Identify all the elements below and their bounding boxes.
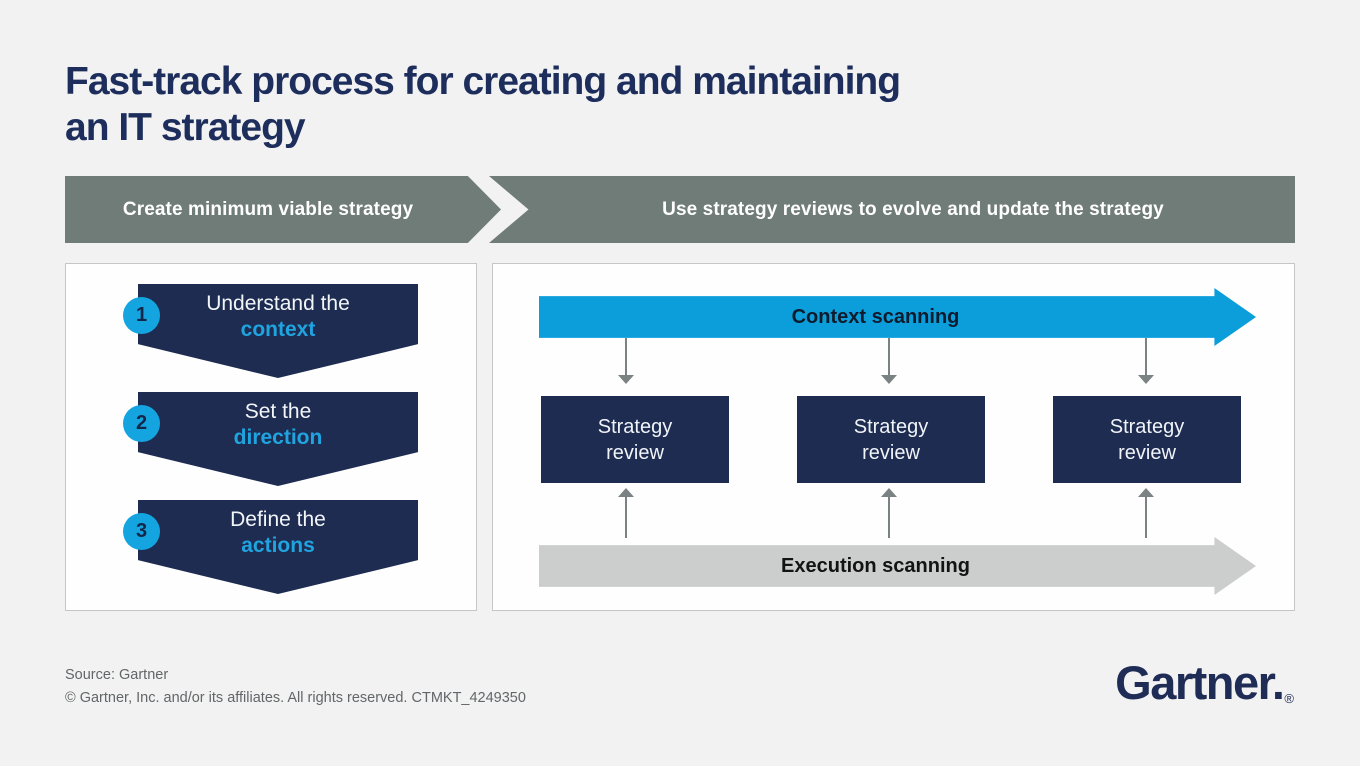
arrow-stem [888, 338, 890, 376]
review2-line1: Strategy [853, 415, 929, 438]
review3-line1: Strategy [1109, 415, 1185, 438]
step-banner-understand-context: Understand the context [138, 284, 418, 378]
context-scanning-arrow: Context scanning [539, 288, 1256, 346]
review2-line2: review [862, 441, 920, 464]
arrow-head-down-icon [881, 375, 897, 384]
execution-scanning-label: Execution scanning [781, 554, 970, 577]
strategy-review-box-3: Strategy review [1053, 396, 1241, 483]
gartner-logo-text: Gartner. [1115, 656, 1285, 709]
gartner-logo: Gartner. ® [1115, 655, 1294, 710]
step2-keyword: direction [233, 426, 323, 449]
step-banner-set-direction: Set the direction [138, 392, 418, 486]
arrow-stem [1145, 496, 1147, 538]
step1-text: Understand the [206, 292, 350, 315]
phase-banner-create-strategy-label: Create minimum viable strategy [122, 198, 414, 220]
arrow-head-up-icon [618, 488, 634, 497]
arrow-head-up-icon [881, 488, 897, 497]
arrow-stem [625, 338, 627, 376]
arrow-stem [888, 496, 890, 538]
page-title-line2: an IT strategy [65, 106, 306, 149]
strategy-review-box-2: Strategy review [797, 396, 985, 483]
page-title: Fast-track process for creating and main… [65, 59, 901, 151]
strategy-review-box-1: Strategy review [541, 396, 729, 483]
registered-trademark-icon: ® [1284, 691, 1294, 706]
connector-arrow-down-2 [881, 338, 897, 384]
connector-arrow-up-1 [618, 488, 634, 538]
step2-number-badge: 2 [123, 405, 160, 442]
execution-scanning-arrow: Execution scanning [539, 537, 1256, 595]
step3-number: 3 [135, 520, 148, 542]
arrow-head-down-icon [1138, 375, 1154, 384]
step-banner-define-actions: Define the actions [138, 500, 418, 594]
context-scanning-label: Context scanning [791, 305, 960, 328]
footer-source: Source: Gartner [65, 667, 169, 683]
phase-banner-strategy-reviews: Use strategy reviews to evolve and updat… [489, 176, 1295, 243]
connector-arrow-up-3 [1138, 488, 1154, 538]
connector-arrow-down-1 [618, 338, 634, 384]
footer: Source: Gartner © Gartner, Inc. and/or i… [65, 664, 526, 710]
phase-banner-strategy-reviews-label: Use strategy reviews to evolve and updat… [662, 198, 1164, 220]
arrow-head-up-icon [1138, 488, 1154, 497]
connector-arrow-down-3 [1138, 338, 1154, 384]
step2-text: Set the [244, 400, 312, 423]
step3-text: Define the [230, 508, 326, 531]
step1-number-badge: 1 [123, 297, 160, 334]
arrow-stem [1145, 338, 1147, 376]
footer-copyright: © Gartner, Inc. and/or its affiliates. A… [65, 690, 526, 706]
arrow-head-down-icon [618, 375, 634, 384]
review1-line2: review [606, 441, 664, 464]
review1-line1: Strategy [597, 415, 673, 438]
phase-banner-create-strategy: Create minimum viable strategy [65, 176, 501, 243]
step1-keyword: context [240, 318, 316, 341]
page-title-line1: Fast-track process for creating and main… [65, 60, 901, 103]
connector-arrow-up-2 [881, 488, 897, 538]
step2-number: 2 [135, 412, 148, 434]
step3-keyword: actions [241, 534, 315, 557]
step1-number: 1 [135, 304, 148, 326]
create-strategy-panel: Understand the context 1 Set the directi… [65, 263, 477, 611]
strategy-review-panel: Context scanning Strategy review Strateg… [492, 263, 1295, 611]
review3-line2: review [1118, 441, 1176, 464]
arrow-stem [625, 496, 627, 538]
step3-number-badge: 3 [123, 513, 160, 550]
